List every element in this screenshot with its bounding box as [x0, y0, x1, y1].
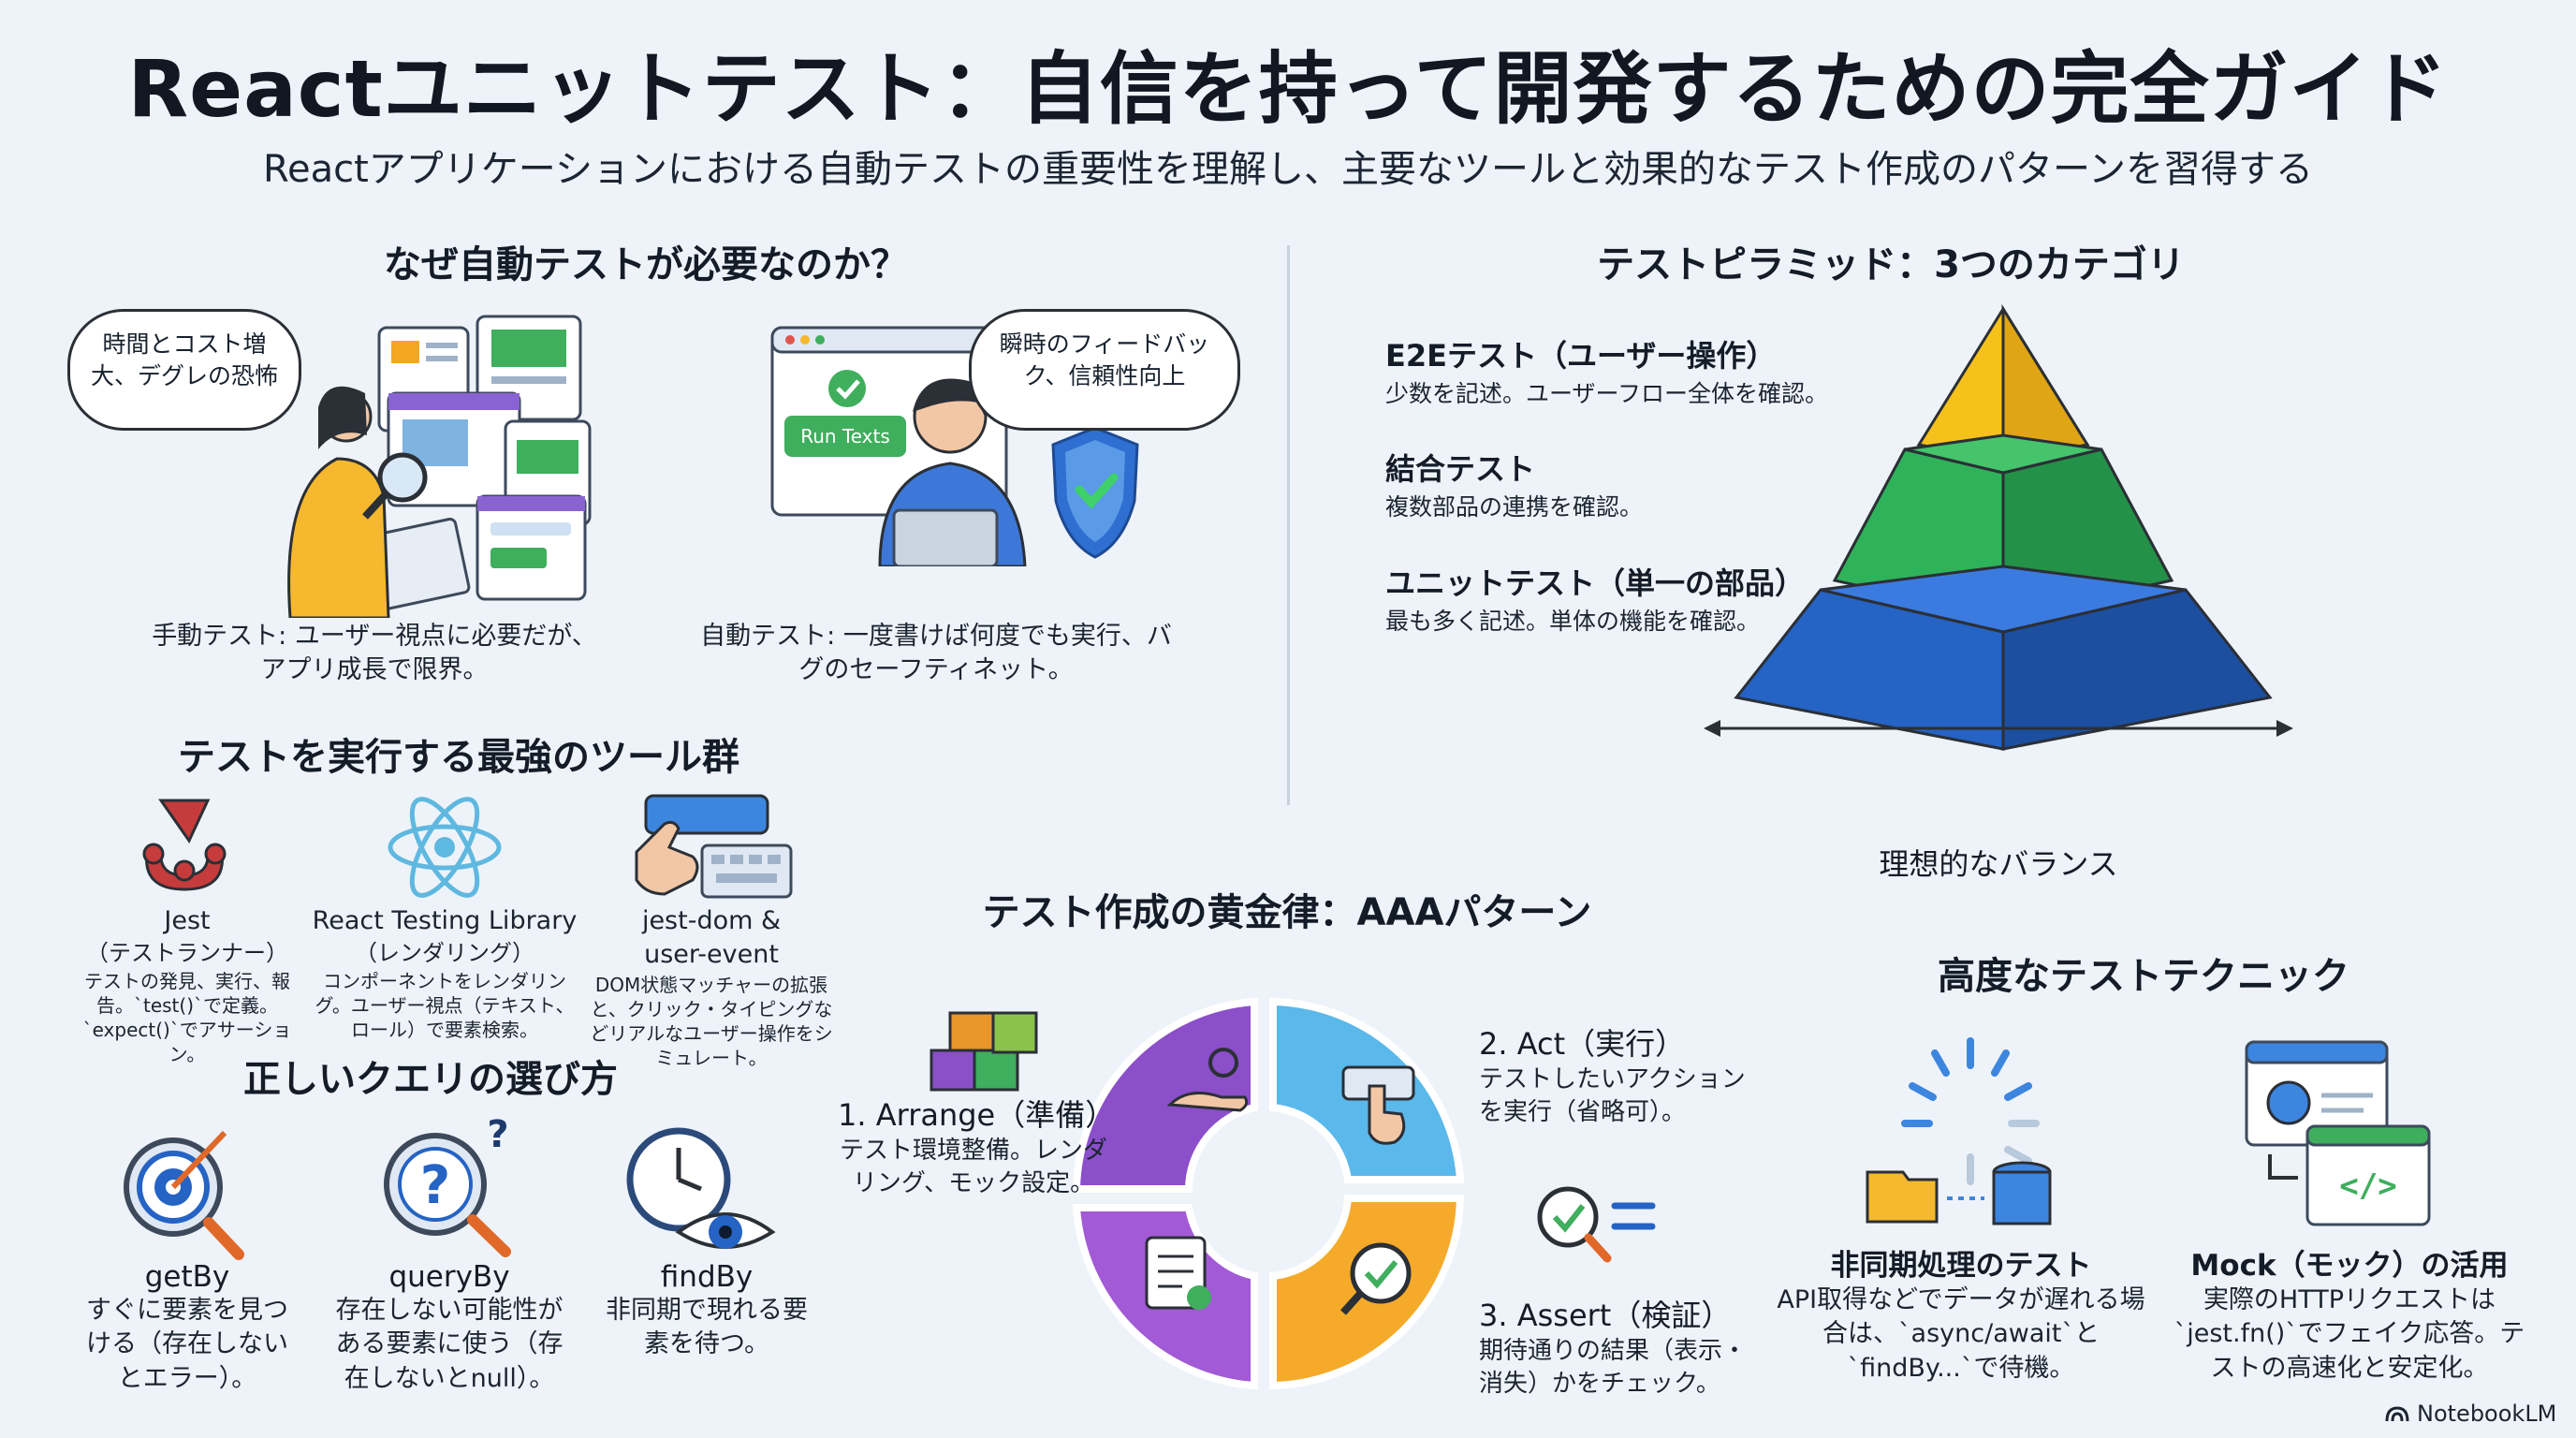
- advanced-async-desc: API取得などでデータが遅れる場合は、`async/await`と`findBy…: [1777, 1285, 2145, 1383]
- query-queryby-name: queryBy: [388, 1260, 510, 1294]
- tool-jest-desc: テストの発見、実行、報告。`test()`で定義。`expect()`でアサーシ…: [82, 969, 292, 1065]
- manual-thought-bubble: 時間とコスト増大、デグレの恐怖: [67, 309, 301, 431]
- query-queryby: queryBy 存在しない可能性がある要素に使う（存在しないとnull）。: [332, 1260, 566, 1396]
- tool-jest: Jest （テストランナー） テストの発見、実行、報告。`test()`で定義。…: [75, 904, 300, 1066]
- query-findby: findBy 非同期で現れる要素を待つ。: [599, 1260, 814, 1362]
- aaa-heading: テスト作成の黄金律：AAAパターン: [982, 891, 1592, 934]
- aaa-step-assert: 3. Assert（検証） 期待通りの結果（表示・消失）かをチェック。: [1479, 1292, 1760, 1401]
- pyramid-heading: テストピラミッド：3つのカテゴリ: [1597, 243, 2185, 286]
- mock-browser-icon: </>: [2245, 1040, 2431, 1226]
- tool-jest-dom-role: user-event: [644, 940, 779, 970]
- tool-jest-dom: jest-dom & user-event DOM状態マッチャーの拡張と、クリッ…: [585, 904, 838, 1070]
- brand-name: NotebookLM: [2417, 1401, 2557, 1427]
- tool-rtl-desc: コンポーネントをレンダリング。ユーザー視点（テキスト、ロール）で要素検索。: [315, 969, 575, 1041]
- brand-watermark: NotebookLM: [2385, 1401, 2556, 1427]
- svg-text:</>: </>: [2339, 1167, 2396, 1205]
- advanced-heading: 高度なテストテクニック: [1938, 955, 2349, 998]
- question-magnifier-icon: ? ?: [384, 1119, 511, 1257]
- pyramid-e2e-desc: 少数を記述。ユーザーフロー全体を確認。: [1385, 380, 1829, 407]
- pyramid-layer-e2e: [1916, 303, 2090, 462]
- tool-rtl: React Testing Library （レンダリング） コンポーネントをレ…: [309, 904, 580, 1042]
- async-loading-icon: [1866, 1037, 2052, 1225]
- advanced-mock-desc: 実際のHTTPリクエストは`jest.fn()`でフェイク応答。テストの高速化と…: [2174, 1285, 2525, 1383]
- auto-bubble-text: 瞬時のフィードバック、信頼性向上: [999, 330, 1210, 389]
- assert-magnifier-check-icon: [1340, 1242, 1412, 1315]
- why-heading: なぜ自動テストが必要なのか？: [384, 243, 908, 286]
- aaa-assert-title: 3. Assert（検証）: [1479, 1298, 1732, 1333]
- page-title: Reactユニットテスト：自信を持って開発するための完全ガイド: [127, 43, 2449, 135]
- keyboard-click-icon: [635, 794, 793, 899]
- tool-jest-role: （テストランナー）: [86, 940, 288, 967]
- aaa-act-desc: テストしたいアクションを実行（省略可）。: [1479, 1065, 1746, 1127]
- aaa-assert-desc: 期待通りの結果（表示・消失）かをチェック。: [1479, 1337, 1748, 1399]
- query-findby-name: findBy: [660, 1260, 754, 1294]
- pyramid-integration-desc: 複数部品の連携を確認。: [1385, 493, 1644, 521]
- pyramid-unit-desc: 最も多く記述。単体の機能を確認。: [1385, 608, 1761, 635]
- queries-heading: 正しいクエリの選び方: [243, 1058, 618, 1101]
- svg-text:?: ?: [487, 1119, 508, 1156]
- developer-with-laptop-icon: [878, 378, 1027, 566]
- aaa-arrange-title: 1. Arrange（準備）: [838, 1097, 1116, 1133]
- manual-testing-illustration: [287, 315, 592, 618]
- shield-check-icon: [1051, 426, 1139, 559]
- query-findby-desc: 非同期で現れる要素を待つ。: [606, 1296, 808, 1359]
- pyramid-label-unit: ユニットテスト（単一の部品） 最も多く記述。単体の機能を確認。: [1385, 560, 1853, 637]
- pyramid-label-e2e: E2Eテスト（ユーザー操作） 少数を記述。ユーザーフロー全体を確認。: [1385, 332, 1853, 409]
- tool-rtl-name: React Testing Library: [312, 906, 578, 935]
- aaa-step-arrange: 1. Arrange（準備） テスト環境整備。レンダリング、モック設定。: [838, 1092, 1116, 1200]
- advanced-mock: Mock（モック）の活用 実際のHTTPリクエストは`jest.fn()`でフェ…: [2162, 1241, 2537, 1386]
- page-subtitle: Reactアプリケーションにおける自動テストの重要性を理解し、主要なツールと効果…: [263, 148, 2313, 191]
- run-tests-button[interactable]: Run Texts: [784, 416, 906, 457]
- auto-thought-bubble: 瞬時のフィードバック、信頼性向上: [969, 309, 1240, 431]
- aaa-act-title: 2. Act（実行）: [1479, 1026, 1686, 1062]
- pyramid-unit-title: ユニットテスト（単一の部品）: [1385, 565, 1806, 601]
- pyramid-integration-title: 結合テスト: [1385, 451, 1536, 487]
- aaa-arrange-desc: テスト環境整備。レンダリング、モック設定。: [839, 1137, 1107, 1198]
- aaa-step-act: 2. Act（実行） テストしたいアクションを実行（省略可）。: [1479, 1020, 1760, 1129]
- aaa-cycle-graphic: [929, 997, 1656, 1390]
- query-queryby-desc: 存在しない可能性がある要素に使う（存在しないとnull）。: [335, 1296, 564, 1393]
- tools-heading: テストを実行する最強のツール群: [178, 736, 739, 779]
- act-button-click-icon: [1341, 1065, 1415, 1145]
- aaa-cycle-ring: [1072, 997, 1465, 1390]
- tool-jest-dom-desc: DOM状態マッチャーの拡張と、クリック・タイピングなどリアルなユーザー操作をシミ…: [590, 973, 833, 1069]
- advanced-mock-title: Mock（モック）の活用: [2190, 1249, 2509, 1283]
- manual-test-caption: 手動テスト: ユーザー視点に必要だが、アプリ成長で限界。: [152, 622, 597, 685]
- pyramid-balance-label: 理想的なバランス: [1879, 846, 2118, 882]
- tool-jest-name: Jest: [164, 906, 211, 935]
- test-pyramid-graphic: [1704, 303, 2293, 751]
- clock-eye-icon: [626, 1127, 776, 1249]
- query-getby-name: getBy: [144, 1260, 230, 1294]
- advanced-async-title: 非同期処理のテスト: [1830, 1249, 2092, 1283]
- advanced-async: 非同期処理のテスト API取得などでデータが遅れる場合は、`async/awai…: [1774, 1241, 2148, 1386]
- tool-rtl-role: （レンダリング）: [355, 940, 534, 967]
- section-divider: [1287, 245, 1290, 805]
- tool-jest-dom-name: jest-dom &: [641, 906, 782, 935]
- person-with-magnifier-icon: [287, 386, 428, 618]
- jest-icon: [142, 799, 227, 891]
- query-getby: getBy すぐに要素を見つける（存在しないとエラー）。: [75, 1260, 300, 1396]
- hand-gear-icon: [1166, 1048, 1249, 1112]
- svg-text:?: ?: [420, 1155, 450, 1216]
- pyramid-layer-unit: [1734, 565, 2273, 751]
- auto-test-caption: 自動テスト: 一度書けば何度でも実行、バグのセーフティネット。: [700, 622, 1172, 685]
- notebooklm-logo-icon: [2385, 1406, 2409, 1422]
- manual-bubble-text: 時間とコスト増大、デグレの恐怖: [90, 330, 278, 389]
- assert-search-check-icon: [1537, 1186, 1656, 1263]
- pyramid-label-integration: 結合テスト 複数部品の連携を確認。: [1385, 446, 1853, 522]
- query-getby-desc: すぐに要素を見つける（存在しないとエラー）。: [86, 1296, 288, 1393]
- react-atom-icon: [388, 797, 502, 898]
- arrange-blocks-icon: [929, 1011, 1038, 1092]
- target-magnifier-icon: [124, 1130, 244, 1260]
- balance-arrow-icon: [1704, 720, 2293, 737]
- clipboard-checklist-icon: [1145, 1236, 1211, 1310]
- pyramid-e2e-title: E2Eテスト（ユーザー操作）: [1385, 338, 1777, 374]
